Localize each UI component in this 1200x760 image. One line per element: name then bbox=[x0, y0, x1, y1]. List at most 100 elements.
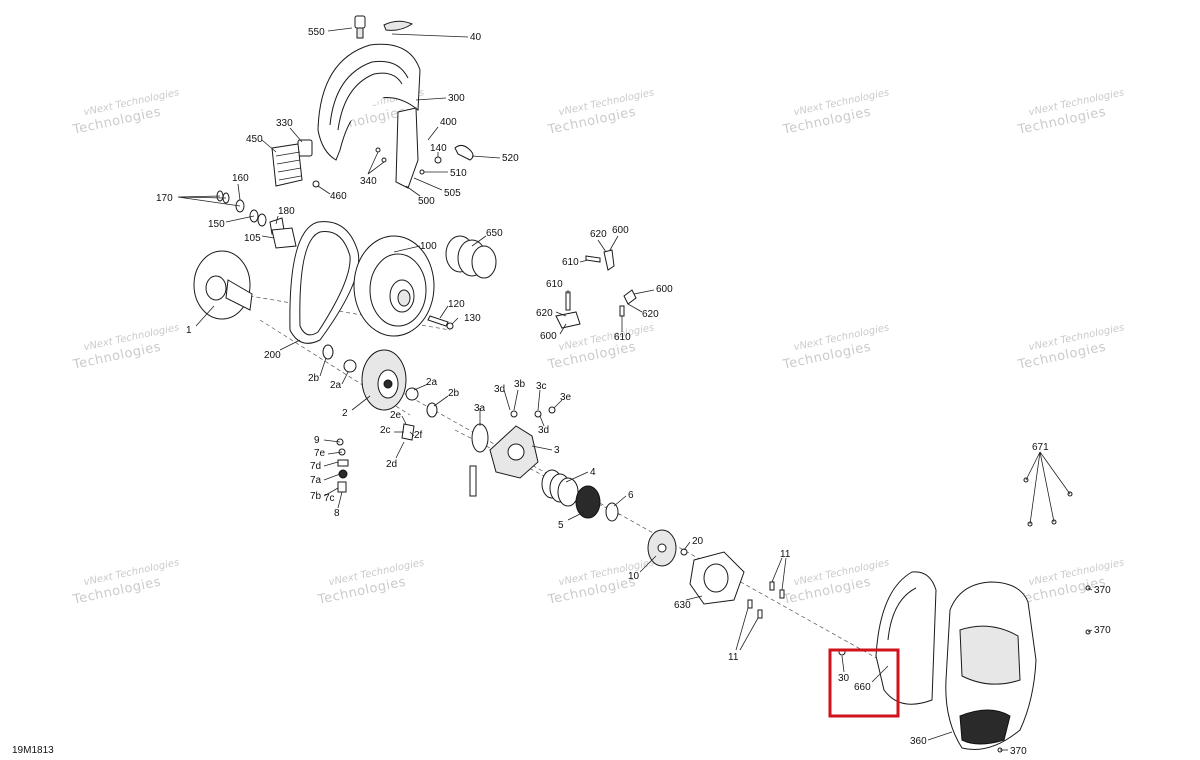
part-belt-guard-300 bbox=[317, 43, 421, 161]
callout-label: 3d bbox=[538, 425, 549, 436]
callout-label: 460 bbox=[330, 191, 347, 202]
watermark: vNext Technologies Technologies bbox=[1016, 87, 1125, 138]
callout-label: 671 bbox=[1032, 442, 1049, 453]
part-bolt-5 bbox=[469, 465, 477, 497]
part-sleeve-105 bbox=[271, 227, 297, 249]
watermark: vNext Technologies Technologies bbox=[546, 322, 655, 373]
part-roller-2a bbox=[343, 359, 357, 373]
callout-label: 10 bbox=[628, 571, 640, 582]
callout-label: 105 bbox=[244, 233, 261, 244]
callout-label: 2 bbox=[342, 408, 348, 419]
callout-label: 620 bbox=[536, 308, 553, 319]
part-pin-610 bbox=[585, 255, 601, 263]
callout-label: 150 bbox=[208, 219, 225, 230]
part-grille-450 bbox=[271, 143, 303, 187]
watermark: vNext Technologies Technologies bbox=[71, 322, 180, 373]
callout-label: 7c bbox=[324, 493, 335, 504]
part-ring-6 bbox=[605, 502, 619, 522]
part-pin-2c bbox=[401, 423, 415, 441]
part-sheave-100 bbox=[353, 235, 435, 337]
part-ring-2b bbox=[426, 402, 438, 418]
part-lever-600 bbox=[623, 289, 637, 305]
callout-label: 2f bbox=[414, 430, 423, 441]
callout-labels: 550 40 300 330 450 400 140 520 510 505 5… bbox=[156, 27, 1111, 757]
callout-label: 4 bbox=[590, 467, 596, 478]
callout-label: 600 bbox=[540, 331, 557, 342]
part-fastener-460 bbox=[312, 180, 320, 188]
callout-label: 630 bbox=[674, 600, 691, 611]
part-screws-11 bbox=[747, 581, 785, 619]
callout-label: 8 bbox=[334, 508, 340, 519]
callout-label: 3 bbox=[554, 445, 560, 456]
callout-label: 7d bbox=[310, 461, 321, 472]
watermark: vNext Technologies Technologies bbox=[781, 87, 890, 138]
highlight-box bbox=[828, 648, 900, 718]
part-roller-2a bbox=[405, 387, 419, 401]
callout-label: 520 bbox=[502, 153, 519, 164]
callout-label: 550 bbox=[308, 27, 325, 38]
callout-label: 370 bbox=[1010, 746, 1027, 757]
watermark: vNext Technologies Technologies bbox=[546, 87, 655, 138]
part-fastener-340 bbox=[375, 147, 381, 153]
callout-label: 450 bbox=[246, 134, 263, 145]
callout-label: 510 bbox=[450, 168, 467, 179]
part-drive-pulley-1 bbox=[193, 250, 253, 320]
callout-label: 370 bbox=[1094, 585, 1111, 596]
callout-label: 40 bbox=[470, 32, 482, 43]
callout-label: 6 bbox=[628, 490, 634, 501]
callout-label: 620 bbox=[642, 309, 659, 320]
part-seal-3a bbox=[471, 423, 489, 453]
watermark: vNext Technologies Technologies bbox=[71, 87, 180, 138]
callout-label: 160 bbox=[232, 173, 249, 184]
callout-label: 400 bbox=[440, 117, 457, 128]
part-gasket-630 bbox=[689, 551, 745, 605]
callout-label: 2a bbox=[330, 380, 342, 391]
watermark: vNext Technologies Technologies bbox=[781, 322, 890, 373]
callout-label: 170 bbox=[156, 193, 173, 204]
callout-label: 600 bbox=[656, 284, 673, 295]
callout-label: 11 bbox=[780, 549, 791, 560]
callout-label: 650 bbox=[486, 228, 503, 239]
part-washer-140 bbox=[434, 156, 442, 164]
callout-label: 360 bbox=[910, 736, 927, 747]
callout-label: 5 bbox=[558, 520, 564, 531]
part-spring-4 bbox=[541, 469, 579, 507]
part-spring-650 bbox=[445, 235, 497, 279]
part-bolt-3c bbox=[534, 410, 542, 418]
watermark: vNext Technologies Technologies bbox=[1016, 322, 1125, 373]
callout-label: 100 bbox=[420, 241, 437, 252]
callout-label: 330 bbox=[276, 118, 293, 129]
part-knob-550 bbox=[354, 15, 366, 39]
part-bracket-500 bbox=[395, 107, 419, 189]
part-washer-510 bbox=[419, 169, 425, 175]
part-pin-610 bbox=[619, 305, 625, 317]
diagram-reference-code: 19M1813 bbox=[12, 745, 54, 756]
watermark: vNext Technologies Technologies bbox=[71, 557, 180, 608]
callout-label: 140 bbox=[430, 143, 447, 154]
callout-label: 500 bbox=[418, 196, 435, 207]
callout-label: 180 bbox=[278, 206, 295, 217]
part-drive-belt-200 bbox=[289, 221, 360, 344]
callout-label: 610 bbox=[562, 257, 579, 268]
callout-label: 2c bbox=[380, 425, 391, 436]
part-hub-2 bbox=[361, 349, 407, 411]
callout-label: 20 bbox=[692, 536, 704, 547]
part-flange-10 bbox=[647, 529, 677, 567]
callout-label: 130 bbox=[464, 313, 481, 324]
part-bolt-120 bbox=[427, 315, 449, 327]
watermark: vNext Technologies Technologies bbox=[546, 557, 655, 608]
callout-label: 610 bbox=[546, 279, 563, 290]
callout-label: 7e bbox=[314, 448, 326, 459]
part-ring-2b bbox=[322, 344, 334, 360]
leader-lines bbox=[177, 27, 1093, 751]
callout-label: 30 bbox=[838, 673, 850, 684]
callout-label: 505 bbox=[444, 188, 461, 199]
callout-label: 1 bbox=[186, 325, 192, 336]
callout-label: 7b bbox=[310, 491, 322, 502]
callout-label: 3e bbox=[560, 392, 572, 403]
part-washer-20 bbox=[680, 548, 688, 556]
callout-label: 7a bbox=[310, 475, 322, 486]
callout-label: 300 bbox=[448, 93, 465, 104]
watermark-layer: vNext Technologies Technologies vNext Te… bbox=[71, 87, 1125, 608]
part-outer-cover-360 bbox=[945, 581, 1037, 751]
